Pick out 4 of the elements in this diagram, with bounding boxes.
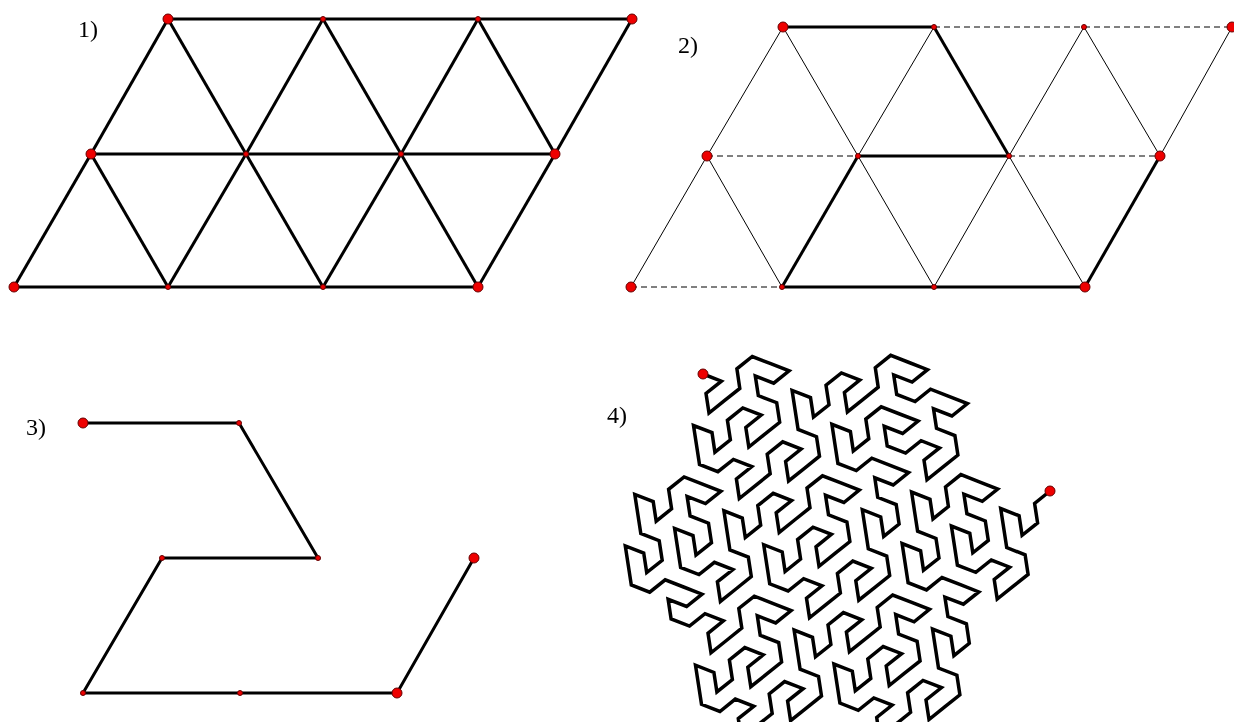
- panel-number: 4): [607, 402, 627, 429]
- panel-number: 3): [26, 414, 46, 441]
- panel-number: 1): [78, 16, 98, 43]
- panel-number: 2): [678, 32, 698, 59]
